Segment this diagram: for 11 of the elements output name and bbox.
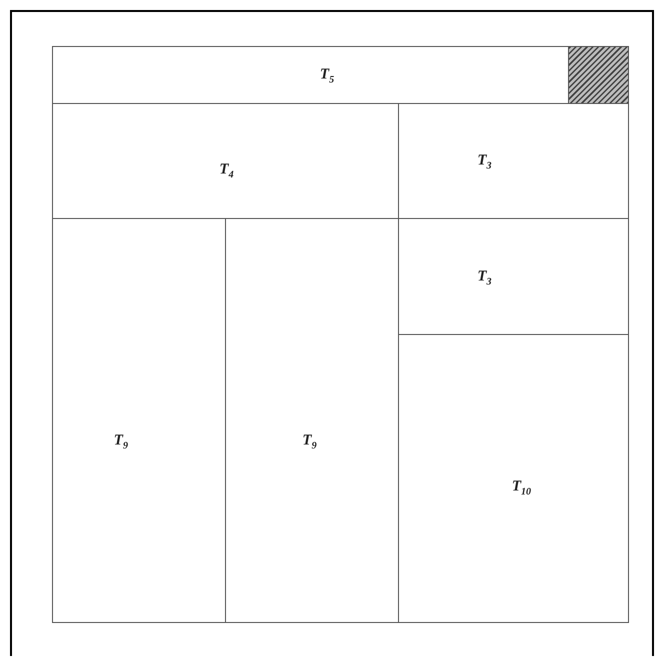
hatched-square [568,46,629,104]
tile-label: T$_{9}$ [114,432,128,452]
tile-rect [52,46,569,104]
tile-label: T$_{4}$ [219,162,234,181]
tile-rect [52,218,226,623]
tile-label: T$_{9}$ [302,432,317,452]
tile-label: T$_{3}$ [477,268,492,287]
tile-label: T$_{5}$ [320,66,334,86]
tile-label: T$_{3}$ [477,152,492,172]
tile-rect [398,334,629,623]
tile-label: T$_{10}$ [512,478,531,498]
